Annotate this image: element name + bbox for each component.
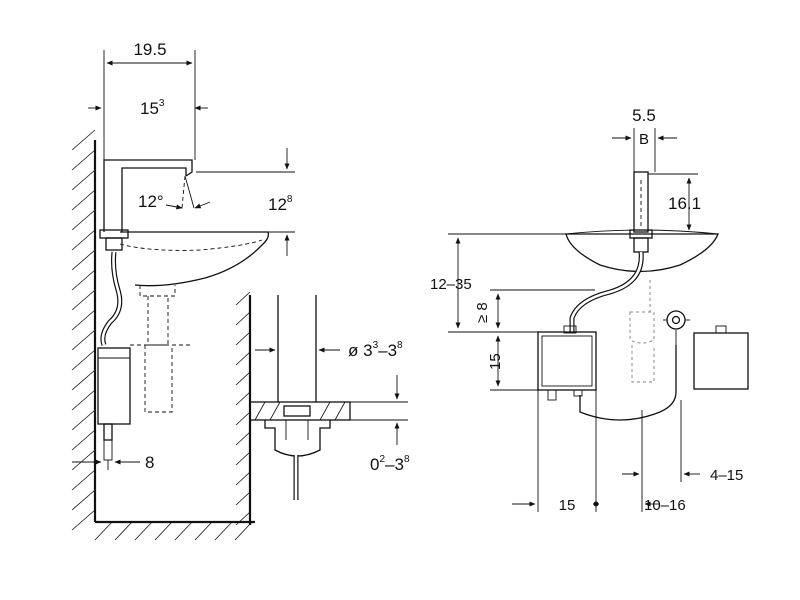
dim-bottom-15: 15 [559,497,576,514]
dim-width-inner: 153 [140,98,165,118]
dim-angle: 12° [138,192,164,211]
dim-height-left: 128 [268,194,293,214]
dim-width-outer: 19.5 [133,40,166,59]
wall-hatch-left [71,129,255,541]
siphon-right [629,280,655,383]
dim-diameter: ø 33–38 [348,340,403,360]
hose-left [100,251,123,346]
dim-thickness: 02–38 [370,454,410,474]
dim-min-8: ≥ 8 [474,302,491,323]
siphon-left [130,296,190,413]
dim-box-15: 15 [487,353,504,370]
detail-view: ø 33–38 02–38 [235,291,410,526]
basin-left [119,231,270,297]
spout-right [629,171,653,253]
dim-4-15: 4–15 [710,467,743,484]
dim-10-16: 10–16 [644,497,686,514]
left-view: 19.5 153 12° 128 8 [71,40,295,541]
wall-hatch-detail [235,291,252,526]
dim-range-12-35: 12–35 [430,276,472,293]
dim-label-b: B [639,131,649,148]
control-box-right [537,325,597,401]
hose-right [569,251,644,332]
power-supply-right [693,325,749,390]
dim-side-left: 8 [145,453,154,472]
dim-spout-height: 16.1 [668,194,701,213]
control-box-left [97,347,131,470]
right-view: 5.5 B 16.1 [430,106,749,514]
dim-top-width: 5.5 [632,106,656,125]
spout-left [99,159,195,251]
